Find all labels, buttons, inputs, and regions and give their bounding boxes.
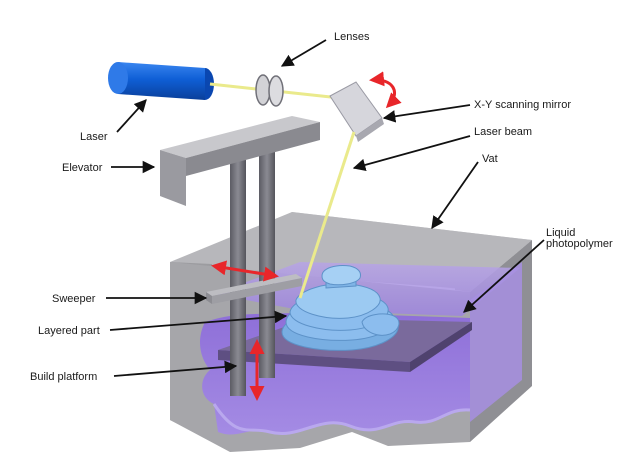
sweeper-front (212, 278, 302, 304)
label-liquid-line1: Liquid (546, 227, 575, 239)
callout-vat (431, 161, 479, 230)
label-laser-beam: Laser beam (474, 126, 532, 138)
label-layered-part: Layered part (38, 325, 100, 337)
label-build-platform: Build platform (30, 371, 97, 383)
watermark: 天工社 maker8.com (540, 431, 596, 458)
callout-liquid (463, 239, 545, 313)
label-vat: Vat (482, 153, 498, 165)
laser-back-cap (108, 62, 128, 94)
label-xy-scanning-mirror: X-Y scanning mirror (474, 99, 571, 111)
callout-laser-beam (352, 135, 471, 172)
label-laser: Laser (80, 131, 108, 143)
callout-lenses (280, 39, 327, 67)
mirror-edge (356, 118, 384, 142)
label-lenses: Lenses (334, 31, 370, 43)
labels: Lenses Laser X-Y scanning mirror Laser b… (30, 31, 613, 383)
elevator-post-right (259, 152, 275, 378)
lenses (255, 74, 284, 107)
label-elevator: Elevator (62, 162, 103, 174)
motion-arrows (211, 71, 402, 401)
lens-1 (255, 74, 271, 106)
sweeper-motion-arrow (211, 260, 279, 282)
mirror-rotation-arrow (369, 71, 402, 109)
part-tower-top (321, 265, 361, 286)
callout-laser (116, 99, 147, 133)
label-sweeper: Sweeper (52, 293, 96, 305)
laser-body (118, 62, 205, 100)
watermark-line2: maker8.com (540, 448, 596, 458)
part-lobe (361, 313, 400, 336)
elevator-beam-front (160, 150, 186, 206)
callout-layered-part (109, 310, 288, 331)
build-platform-side (410, 322, 472, 372)
sweeper-end (206, 292, 212, 304)
liquid-right-band (470, 262, 522, 422)
watermark-line1: 天工社 (548, 431, 575, 443)
callout-build-platform (113, 360, 238, 377)
callout-arrows (106, 39, 545, 377)
label-liquid-line2: photopolymer (546, 238, 613, 250)
elevator-beam-side (186, 122, 320, 176)
callout-mirror (382, 104, 471, 123)
xy-scanning-mirror (329, 81, 384, 142)
liquid-cut-edge (212, 403, 471, 435)
elevator-beam-top (160, 116, 320, 158)
laser (108, 62, 214, 100)
lens-2 (268, 75, 284, 107)
elevator-post-left (230, 160, 246, 396)
beam-down (298, 131, 356, 299)
layered-part (281, 265, 400, 351)
